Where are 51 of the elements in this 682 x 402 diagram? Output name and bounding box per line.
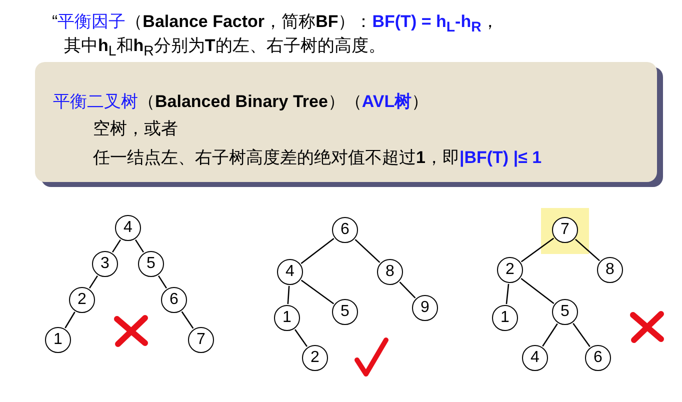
tree-edge [300, 238, 334, 264]
tree-node: 3 [92, 251, 118, 277]
tree-node: 4 [277, 259, 303, 285]
tree-edge [572, 323, 590, 347]
tree-edge [88, 275, 98, 289]
tree-edge [399, 282, 416, 298]
text: ） [412, 92, 429, 111]
tree-node: 1 [45, 327, 71, 353]
tree-edge [287, 286, 290, 304]
text: ， [481, 12, 498, 31]
tree-edge [158, 275, 168, 289]
definition-panel [35, 62, 657, 182]
text: “ [52, 12, 58, 31]
tree-node: 1 [492, 305, 518, 331]
tree-edge [520, 278, 554, 304]
tree-node: 5 [138, 251, 164, 277]
tree-edge [181, 311, 194, 329]
tree-edge [354, 239, 380, 263]
tree-node: 4 [522, 345, 548, 371]
tree-edge [520, 238, 554, 262]
text: BF(T) = h$_{L}$-h$_{R}$ [372, 12, 482, 31]
text: AVL树 [362, 92, 412, 111]
tree-edge [542, 323, 558, 347]
tree-edge [134, 239, 144, 253]
tree-node: 9 [412, 295, 438, 321]
text: 其中h$_{L}$和h$_{R}$分别为T的左、右子树的高度。 [64, 36, 386, 55]
tree-node: 8 [377, 259, 403, 285]
tree-node: 2 [497, 257, 523, 283]
text: 平衡二叉树 [53, 92, 138, 111]
tree-edge [300, 280, 334, 304]
text: 任一结点左、右子树高度差的绝对值不超过1，即 [93, 148, 460, 167]
tree-node: 6 [332, 217, 358, 243]
text: 空树，或者 [93, 119, 178, 138]
tree-node: 6 [585, 345, 611, 371]
tree-node: 5 [332, 299, 358, 325]
tree-edge [506, 284, 510, 304]
tree-node: 7 [188, 327, 214, 353]
tree-node: 4 [115, 215, 141, 241]
text: （Balance Factor，简称BF）： [126, 12, 372, 31]
text: |BF(T) |≤ 1 [459, 148, 542, 167]
tree-node: 2 [302, 345, 328, 371]
tree-node: 8 [597, 257, 623, 283]
tree-edge [112, 239, 122, 253]
tree-edge [294, 329, 308, 347]
tree-node: 5 [552, 299, 578, 325]
tree-node: 1 [274, 305, 300, 331]
tree-node: 2 [69, 287, 95, 313]
tree-node: 6 [161, 287, 187, 313]
tree-edge [64, 312, 76, 328]
text: 平衡因子 [58, 12, 126, 31]
text: （Balanced Binary Tree）（ [138, 92, 362, 111]
